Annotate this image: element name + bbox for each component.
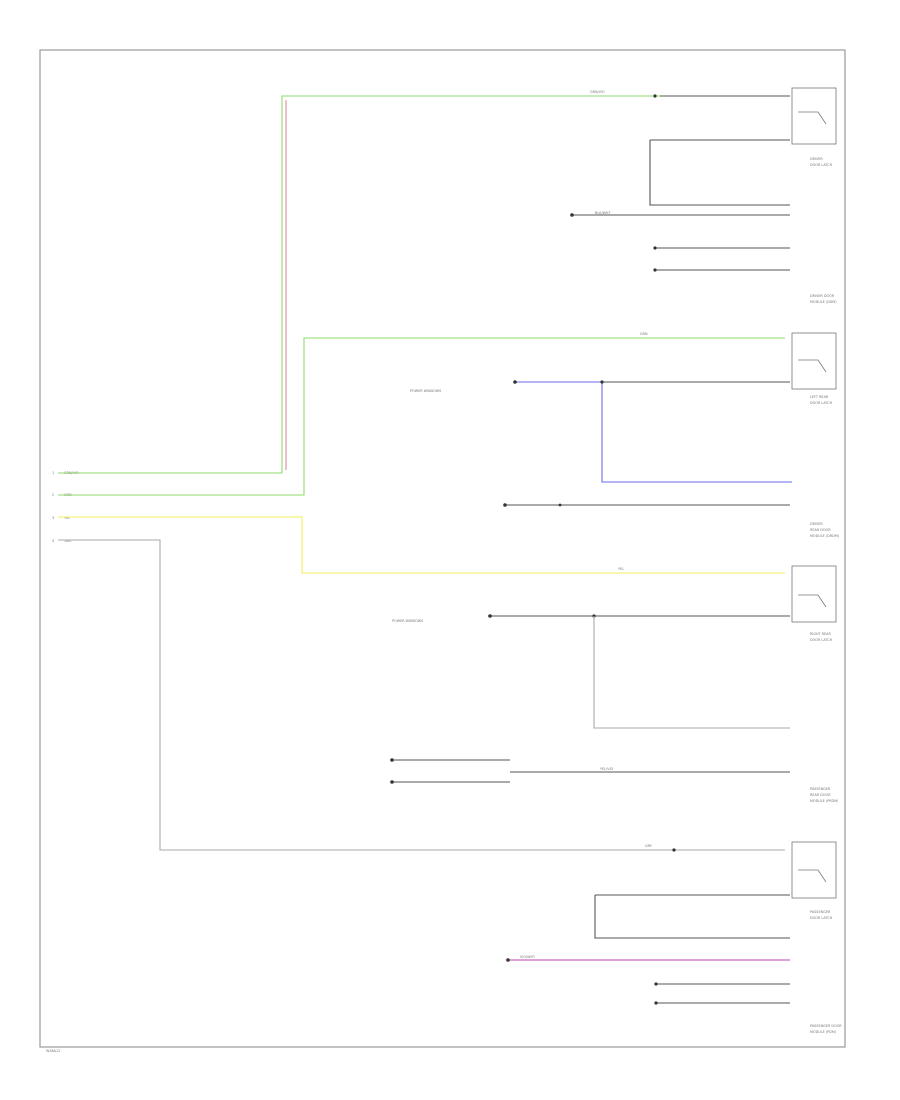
wire-yel (58, 516, 785, 574)
section-right-rear-door: YEL POWER WINDOWS RIGHT REAR DOOR LATCH … (390, 565, 839, 803)
wire-blue (515, 381, 792, 483)
trunk-wires (58, 95, 785, 851)
section-left-rear-door: GRN POWER WINDOWS LEFT REAR DOOR LATCH D… (410, 332, 840, 538)
left-label-4: TAN (63, 539, 71, 543)
switch-label-1a: DRIVER (810, 157, 823, 161)
section-passenger-door: GRY PASSENGER DOOR LATCH PASSENGER DOOR … (506, 841, 842, 1034)
left-label-3: YEL (64, 516, 70, 520)
actuator-label-3b: REAR DOOR (810, 793, 831, 797)
wire-tag-3: VIO/WHT (520, 955, 536, 959)
switch-label-3a: RIGHT REAR (810, 632, 831, 636)
top-label-4: GRY (645, 844, 653, 848)
left-pin-2: 2 (52, 493, 54, 497)
switch-label-3b: DOOR LATCH (810, 638, 833, 642)
top-label-2: GRN (640, 332, 648, 336)
actuator-label-1b: MODULE (DDM) (810, 300, 837, 304)
actuator-label-4b: MODULE (PDM) (810, 1030, 837, 1034)
actuator-label-2b: REAR DOOR (810, 528, 831, 532)
left-pin-4: 4 (52, 539, 54, 543)
left-connector-labels: 1 GRN/VIO 2 GRN 3 YEL 4 TAN (52, 471, 79, 543)
module-ref-1: POWER WINDOWS (410, 389, 441, 393)
actuator-label-3c: MODULE (PRDM) (810, 799, 839, 803)
top-label-1: GRN/VIO (590, 90, 605, 94)
actuator-label-2c: MODULE (DRDM) (810, 534, 840, 538)
switch-label-4a: PASSENGER (810, 910, 831, 914)
actuator-label-4a: PASSENGER DOOR (810, 1024, 842, 1028)
left-pin-1: 1 (52, 471, 54, 475)
wire-grn-vio-green (58, 95, 660, 474)
switch-label-4b: DOOR LATCH (810, 916, 833, 920)
module-ref-2: POWER WINDOWS (392, 619, 423, 623)
wire-tan (58, 539, 785, 851)
switch-label-2a: LEFT REAR (810, 395, 829, 399)
footer-code: W38A12 (46, 1049, 60, 1053)
switch-label-2b: DOOR LATCH (810, 401, 833, 405)
actuator-label-3a: PASSENGER (810, 787, 831, 791)
section-driver-door: GRN/VIO DRIVER DOOR LATCH DRIVER DOOR MO… (570, 87, 837, 304)
diagram-frame (39, 49, 846, 1048)
actuator-label-1a: DRIVER DOOR (810, 294, 835, 298)
wire-tag-2: YEL/VIO (600, 767, 614, 771)
actuator-label-2a: DRIVER (810, 522, 823, 526)
top-label-3: YEL (618, 567, 624, 571)
wire-tag-1: BLK/WHT (595, 211, 611, 215)
wire-grn (58, 337, 785, 496)
left-pin-3: 3 (52, 516, 54, 520)
switch-label-1b: DOOR LATCH (810, 163, 833, 167)
